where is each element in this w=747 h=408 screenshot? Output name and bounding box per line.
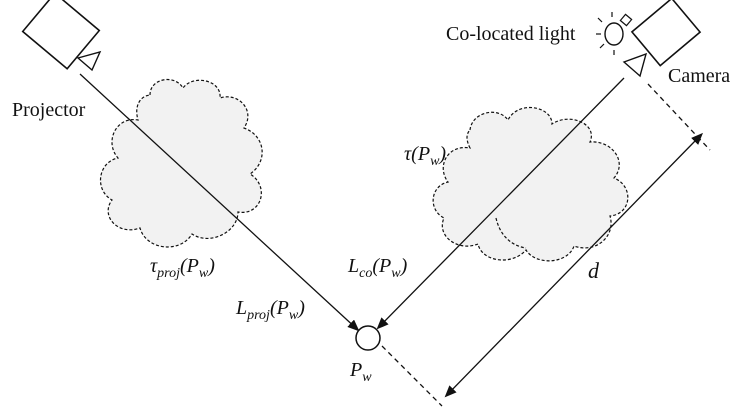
projector-label: Projector [12,99,86,121]
projector-icon [21,0,102,72]
camera-label: Camera [668,65,730,87]
projector-ray [79,73,360,332]
distance-arrow [444,132,703,398]
light-bulb-icon [596,12,633,55]
dashed-line-camera [647,83,711,151]
tau-label: τ(Pw) [404,143,446,169]
left-cloud-icon [99,78,263,248]
point-pw [355,325,381,351]
distance-label: d [588,258,600,283]
l-proj-label: Lproj(Pw) [235,297,305,323]
right-cloud-icon [432,106,629,262]
point-label: Pw [349,359,372,385]
camera-icon [622,0,702,78]
tau-proj-label: τproj(Pw) [150,255,215,281]
dashed-line-point [381,345,443,407]
light-label: Co-located light [446,23,576,45]
l-co-label: Lco(Pw) [347,255,408,281]
